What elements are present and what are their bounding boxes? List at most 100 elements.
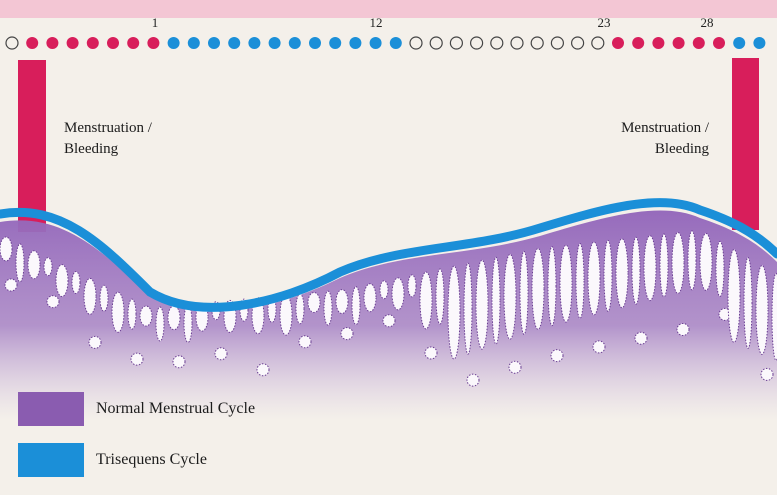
gland xyxy=(336,290,348,314)
gland xyxy=(173,356,185,368)
cycle-dot-blue xyxy=(269,37,281,49)
legend-label-trisequens: Trisequens Cycle xyxy=(96,451,207,469)
cycle-dot-hollow xyxy=(430,37,442,49)
gland xyxy=(677,323,689,335)
cycle-dot-blue xyxy=(753,37,765,49)
gland xyxy=(492,257,500,344)
gland xyxy=(56,265,68,297)
gland xyxy=(100,285,108,311)
gland xyxy=(47,296,59,308)
legend-swatch-purple xyxy=(18,392,84,426)
gland xyxy=(660,234,668,297)
cycle-dot-pink xyxy=(713,37,725,49)
gland xyxy=(380,281,388,299)
gland xyxy=(548,247,556,326)
day-marker-1: 1 xyxy=(152,15,159,30)
right-label-line1: Menstruation / xyxy=(621,118,709,139)
gland xyxy=(112,292,124,332)
gland xyxy=(392,278,404,310)
left-label-line2: Bleeding xyxy=(64,139,152,160)
gland xyxy=(588,242,600,315)
cycle-dot-pink xyxy=(632,37,644,49)
gland xyxy=(324,291,332,325)
cycle-dot-pink xyxy=(127,37,139,49)
gland xyxy=(604,240,612,311)
cycle-dot-pink xyxy=(87,37,99,49)
legend-trisequens-cycle: Trisequens Cycle xyxy=(18,443,207,477)
gland xyxy=(84,278,96,314)
legend-swatch-blue xyxy=(18,443,84,477)
gland xyxy=(420,272,432,329)
gland xyxy=(383,315,395,327)
gland xyxy=(509,361,521,373)
gland xyxy=(448,266,460,359)
gland xyxy=(635,332,647,344)
cycle-dot-blue xyxy=(289,37,301,49)
cycle-dot-pink xyxy=(652,37,664,49)
gland xyxy=(716,241,724,296)
bleeding-bar-left xyxy=(18,60,46,232)
gland xyxy=(168,306,180,330)
cycle-dot-hollow xyxy=(450,37,462,49)
cycle-dot-blue xyxy=(228,37,240,49)
cycle-dot-pink xyxy=(26,37,38,49)
gland xyxy=(761,368,773,380)
gland xyxy=(16,244,24,282)
legend-normal-cycle: Normal Menstrual Cycle xyxy=(18,392,255,426)
gland xyxy=(408,275,416,297)
gland xyxy=(156,307,164,341)
cycle-dot-hollow xyxy=(511,37,523,49)
gland xyxy=(520,251,528,334)
gland xyxy=(140,306,152,326)
gland xyxy=(257,364,269,376)
cycle-dot-hollow xyxy=(592,37,604,49)
gland xyxy=(467,374,479,386)
gland xyxy=(89,336,101,348)
gland xyxy=(28,251,40,279)
bleeding-bar-right xyxy=(732,58,759,230)
cycle-dot-blue xyxy=(168,37,180,49)
cycle-dot-blue xyxy=(390,37,402,49)
gland xyxy=(72,271,80,293)
gland xyxy=(700,233,712,290)
cycle-dot-pink xyxy=(46,37,58,49)
gland xyxy=(632,237,640,304)
gland xyxy=(644,236,656,301)
cycle-dot-pink xyxy=(107,37,119,49)
cycle-dot-pink xyxy=(612,37,624,49)
cycle-dot-blue xyxy=(329,37,341,49)
gland xyxy=(756,265,768,354)
right-bleeding-label: Menstruation / Bleeding xyxy=(621,118,709,160)
day-marker-12: 12 xyxy=(370,15,383,30)
gland xyxy=(551,350,563,362)
gland xyxy=(532,248,544,329)
day-marker-28: 28 xyxy=(701,15,714,30)
cycle-dot-pink xyxy=(693,37,705,49)
gland xyxy=(772,273,777,360)
cycle-dot-pink xyxy=(147,37,159,49)
cycle-day-dots xyxy=(6,37,765,49)
cycle-dot-blue xyxy=(248,37,260,49)
cycle-dot-blue xyxy=(733,37,745,49)
gland xyxy=(128,299,136,329)
cycle-dot-blue xyxy=(349,37,361,49)
cycle-dot-hollow xyxy=(410,37,422,49)
gland xyxy=(576,244,584,319)
gland xyxy=(593,341,605,353)
cycle-dot-hollow xyxy=(491,37,503,49)
gland xyxy=(436,269,444,324)
gland xyxy=(44,258,52,276)
gland xyxy=(131,353,143,365)
gland xyxy=(672,232,684,293)
gland xyxy=(280,295,292,335)
day-marker-23: 23 xyxy=(598,15,611,30)
legend-label-normal: Normal Menstrual Cycle xyxy=(96,400,255,418)
gland xyxy=(215,348,227,360)
left-label-line1: Menstruation / xyxy=(64,118,152,139)
cycle-dot-hollow xyxy=(531,37,543,49)
gland xyxy=(5,279,17,291)
gland xyxy=(299,336,311,348)
gland xyxy=(728,249,740,342)
cycle-dot-pink xyxy=(673,37,685,49)
gland xyxy=(364,284,376,312)
